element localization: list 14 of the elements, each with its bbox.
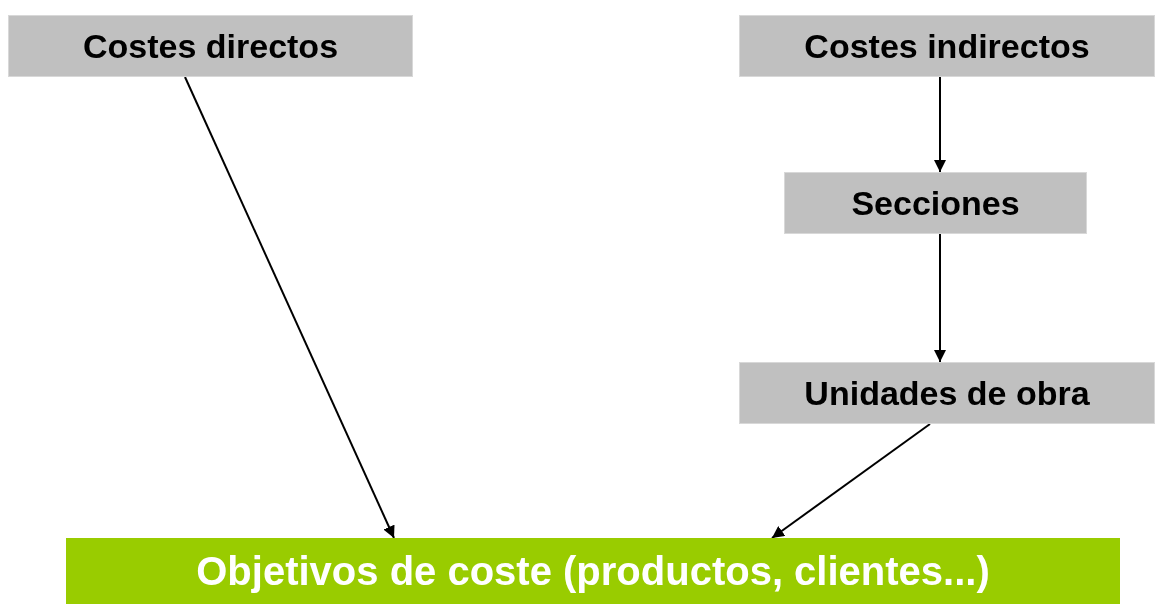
process-box xyxy=(739,362,1155,424)
target-box xyxy=(66,538,1120,604)
box-label: Costes directos xyxy=(82,26,339,66)
arrow xyxy=(934,233,946,363)
box-label: Secciones xyxy=(851,183,1020,223)
box-label: Objetivos de coste (productos, clientes...) xyxy=(196,548,990,594)
process-box xyxy=(8,15,413,77)
process-box xyxy=(739,15,1155,77)
arrow xyxy=(934,76,946,173)
process-box xyxy=(784,172,1087,234)
box-label: Costes indirectos xyxy=(804,26,1090,66)
arrow xyxy=(184,76,395,539)
arrow xyxy=(771,423,931,539)
box-label: Unidades de obra xyxy=(804,373,1090,413)
